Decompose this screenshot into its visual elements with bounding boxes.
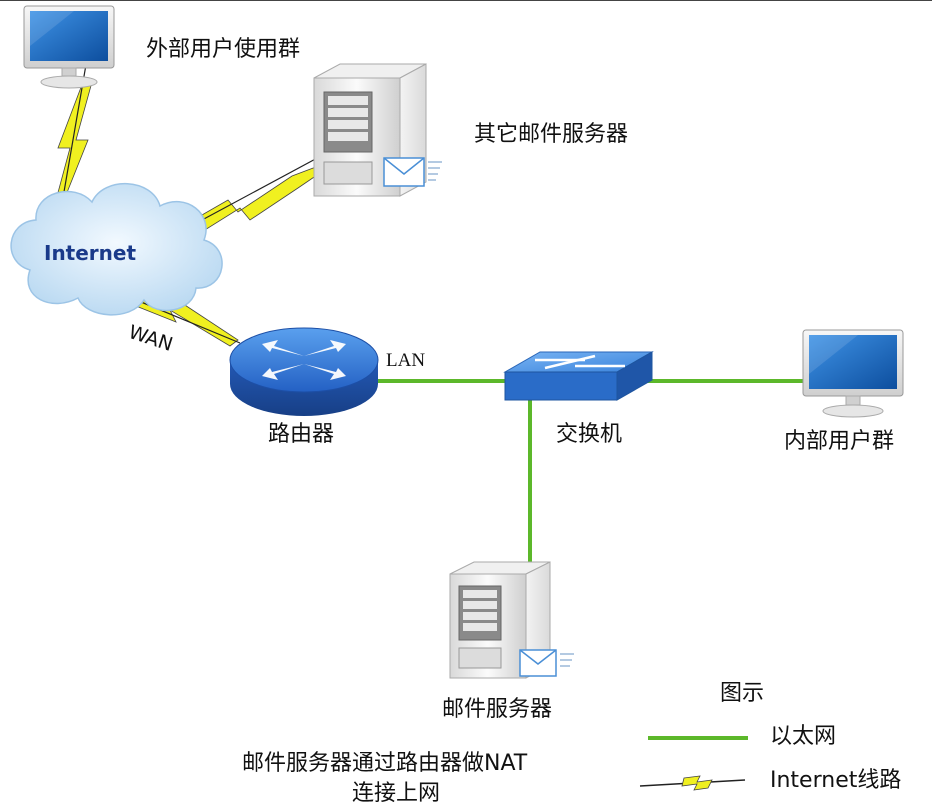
cloud-icon — [10, 182, 223, 316]
legend-swatches — [639, 736, 748, 791]
monitor-icon — [23, 5, 115, 89]
lightning-external-users — [55, 81, 93, 201]
mail-server-label: 邮件服务器 — [442, 697, 553, 722]
ethernet-links — [378, 379, 803, 562]
mail-envelope-icon — [519, 649, 574, 677]
other-mail-servers-label: 其它邮件服务器 — [474, 122, 629, 147]
external-users-label: 外部用户使用群 — [146, 37, 301, 62]
router-icon — [229, 327, 379, 416]
router-label: 路由器 — [268, 422, 335, 447]
legend-title: 图示 — [720, 681, 765, 706]
legend-internet-line-label: Internet线路 — [770, 768, 902, 793]
internet-label: Internet — [44, 241, 137, 265]
legend-lightning-swatch — [681, 775, 713, 791]
switch-icon — [503, 351, 654, 401]
switch-label: 交换机 — [556, 422, 623, 447]
lan-label: LAN — [386, 350, 426, 371]
caption-line-2: 连接上网 — [352, 781, 441, 806]
mail-envelope-icon — [383, 157, 442, 187]
top-border — [0, 0, 932, 1]
caption-line-1: 邮件服务器通过路由器做NAT — [242, 751, 528, 776]
server-icon — [449, 561, 551, 679]
internal-users-label: 内部用户群 — [784, 429, 895, 454]
legend-ethernet-label: 以太网 — [770, 724, 837, 749]
monitor-icon — [802, 329, 904, 418]
